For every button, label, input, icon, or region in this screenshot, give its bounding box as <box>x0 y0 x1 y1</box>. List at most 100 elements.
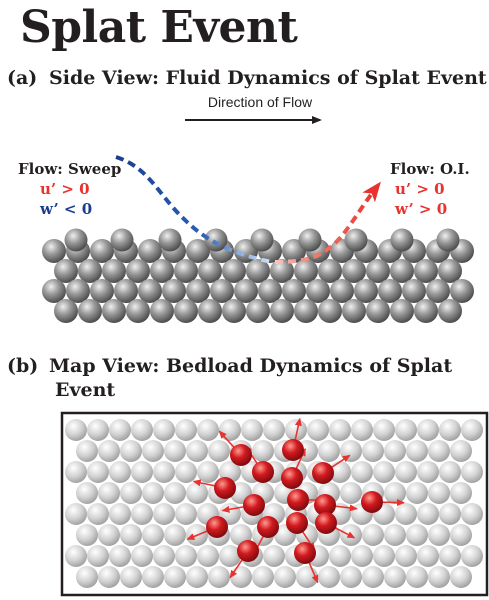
side-grain <box>186 239 210 263</box>
map-grain <box>208 440 230 462</box>
map-grain <box>87 461 109 483</box>
side-grain <box>174 259 198 283</box>
sweep-flow-label: Flow: Sweep <box>18 160 122 178</box>
ejected-grain <box>314 494 336 516</box>
map-grain <box>384 482 406 504</box>
map-grain <box>340 482 362 504</box>
side-grain <box>330 279 354 303</box>
map-grain <box>384 566 406 588</box>
side-grain <box>402 279 426 303</box>
map-grain <box>351 545 373 567</box>
panel-a-letter: (a) <box>7 67 38 89</box>
map-grain <box>384 440 406 462</box>
panel-b-letter: (b) <box>7 355 39 377</box>
side-grain <box>270 259 294 283</box>
map-grain <box>373 419 395 441</box>
side-grain <box>366 299 390 323</box>
map-grain <box>197 419 219 441</box>
side-grain <box>366 259 390 283</box>
side-grain <box>390 228 414 252</box>
side-grain <box>138 239 162 263</box>
map-grain <box>417 419 439 441</box>
side-grain <box>78 259 102 283</box>
diagram-title: Splat Event <box>20 2 298 53</box>
side-grain <box>298 228 322 252</box>
map-grain <box>329 461 351 483</box>
map-grain <box>120 566 142 588</box>
side-grain <box>354 279 378 303</box>
panel-b-heading-line1: Map View: Bedload Dynamics of Splat <box>49 355 453 377</box>
map-grain <box>439 461 461 483</box>
map-grain <box>65 461 87 483</box>
panel-a-heading-text: Side View: Fluid Dynamics of Splat Event <box>49 67 487 89</box>
map-grain <box>131 545 153 567</box>
map-grain <box>120 440 142 462</box>
map-grain <box>428 482 450 504</box>
map-grain <box>252 566 274 588</box>
ejected-grain <box>361 491 383 513</box>
ejected-grain <box>282 439 304 461</box>
side-grain <box>102 259 126 283</box>
map-grain <box>230 566 252 588</box>
map-grain <box>395 419 417 441</box>
sweep-flow-path <box>115 155 273 264</box>
map-grain <box>406 566 428 588</box>
map-grain <box>120 482 142 504</box>
side-grain <box>246 259 270 283</box>
map-grain <box>450 524 472 546</box>
map-grain <box>373 461 395 483</box>
side-grain <box>90 279 114 303</box>
side-grain <box>250 228 274 252</box>
map-grain <box>175 419 197 441</box>
side-grain <box>414 299 438 323</box>
side-grain <box>198 299 222 323</box>
map-grain <box>384 524 406 546</box>
ejected-grain <box>312 462 334 484</box>
oi-w-label: w’ > 0 <box>395 200 448 218</box>
side-grain <box>342 259 366 283</box>
map-grain <box>142 524 164 546</box>
side-grain <box>64 228 88 252</box>
map-grain <box>153 503 175 525</box>
map-grain <box>98 440 120 462</box>
side-grain <box>342 299 366 323</box>
map-grain <box>417 461 439 483</box>
side-grain <box>390 299 414 323</box>
map-grain <box>461 461 483 483</box>
map-grain <box>98 566 120 588</box>
side-grain <box>162 279 186 303</box>
ejected-grain <box>214 477 236 499</box>
map-grain <box>65 503 87 525</box>
map-grain <box>153 461 175 483</box>
map-grain <box>395 503 417 525</box>
map-grain <box>263 545 285 567</box>
side-grain <box>78 299 102 323</box>
side-grain <box>414 259 438 283</box>
side-grain <box>42 239 66 263</box>
side-grain <box>66 279 90 303</box>
side-grain <box>294 299 318 323</box>
map-grain <box>219 419 241 441</box>
map-grain <box>461 545 483 567</box>
map-grain <box>428 524 450 546</box>
side-grain <box>258 279 282 303</box>
map-grain <box>351 419 373 441</box>
ejected-grain <box>206 516 228 538</box>
map-grain <box>131 419 153 441</box>
map-grain <box>186 440 208 462</box>
map-grain <box>186 566 208 588</box>
map-grain <box>263 419 285 441</box>
map-grain <box>362 440 384 462</box>
map-grain <box>362 566 384 588</box>
map-grain <box>153 419 175 441</box>
map-view-ejected-grains <box>206 439 383 564</box>
map-grain <box>450 566 472 588</box>
map-grain <box>417 503 439 525</box>
oi-flow-arrow <box>274 181 381 264</box>
map-grain <box>164 566 186 588</box>
map-grain <box>406 524 428 546</box>
ejected-grain <box>315 512 337 534</box>
map-grain <box>109 419 131 441</box>
side-grain <box>54 299 78 323</box>
